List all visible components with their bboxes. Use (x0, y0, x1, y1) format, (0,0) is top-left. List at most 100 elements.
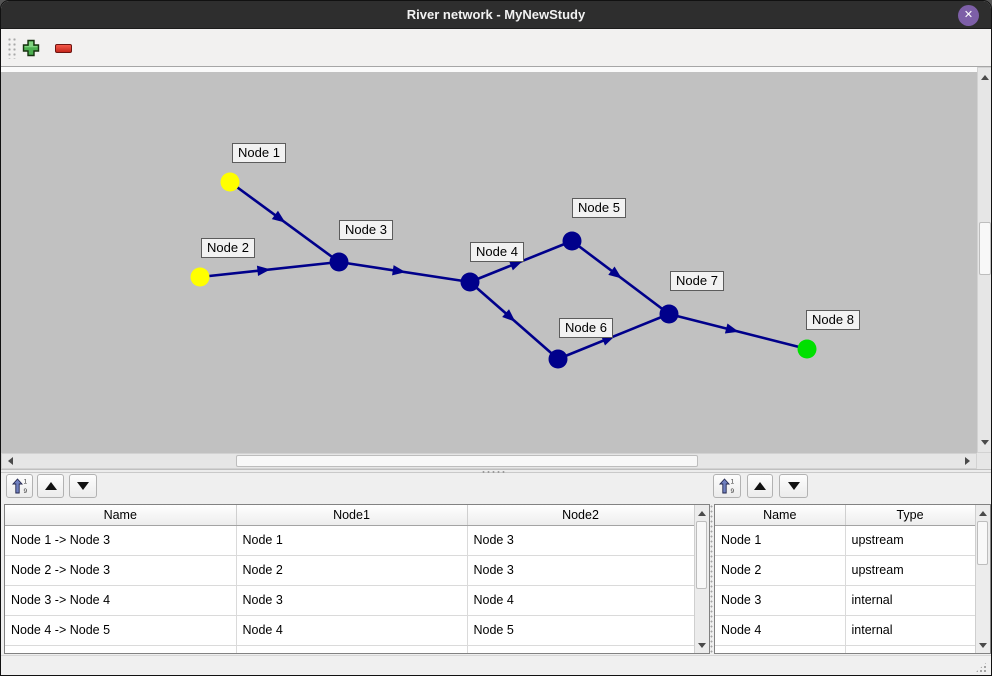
network-node[interactable] (659, 304, 679, 324)
table-cell[interactable]: Node 4 (467, 585, 695, 616)
table-cell[interactable]: Node 3 (236, 585, 468, 616)
network-node[interactable] (190, 267, 210, 287)
node-label[interactable]: Node 6 (559, 318, 613, 338)
nodes-move-up-button[interactable] (747, 474, 773, 498)
table-cell[interactable] (5, 645, 237, 653)
vertical-splitter[interactable] (710, 504, 713, 654)
scroll-down-button[interactable] (976, 638, 989, 652)
horizontal-scroll-thumb[interactable] (236, 455, 698, 467)
column-header[interactable]: Node2 (467, 505, 695, 526)
scroll-up-button[interactable] (978, 70, 991, 85)
table-cell[interactable]: Node 3 (715, 585, 846, 616)
nodes-table-scrollbar[interactable] (975, 505, 990, 653)
node-label[interactable]: Node 2 (201, 238, 255, 258)
flow-arrow-icon (601, 335, 616, 346)
table-cell[interactable]: Node 5 (467, 615, 695, 646)
scroll-up-button[interactable] (695, 506, 708, 520)
resize-grip-icon[interactable] (975, 661, 988, 673)
network-node[interactable] (329, 252, 349, 272)
horizontal-splitter[interactable] (1, 469, 991, 473)
node-label[interactable]: Node 5 (572, 198, 626, 218)
scroll-left-button[interactable] (3, 454, 18, 468)
arrow-left-icon (8, 457, 13, 465)
table-cell[interactable] (715, 645, 846, 653)
network-canvas[interactable]: Node 1 Node 2 Node 3 Node 4 Node 5 Node 6 Node… (1, 72, 977, 453)
network-node[interactable] (220, 172, 240, 192)
nodes-sort-button[interactable]: 1 9 (713, 474, 741, 498)
node-label[interactable]: Node 1 (232, 143, 286, 163)
table-cell[interactable]: internal (845, 585, 976, 616)
column-header[interactable]: Type (845, 505, 976, 526)
network-node[interactable] (562, 231, 582, 251)
main-toolbar (1, 29, 991, 67)
table-row (715, 645, 976, 653)
canvas-top-strip (1, 67, 977, 72)
add-node-button[interactable] (19, 36, 43, 60)
close-icon: ✕ (963, 9, 974, 21)
table-row (5, 645, 695, 653)
close-button[interactable]: ✕ (958, 5, 979, 26)
network-node[interactable] (548, 349, 568, 369)
nodes-move-down-button[interactable] (779, 474, 808, 498)
table-cell[interactable]: Node 1 (236, 525, 468, 556)
remove-node-button[interactable] (51, 36, 75, 60)
triangle-up-icon (754, 482, 766, 490)
links-table-scrollbar[interactable] (694, 505, 709, 653)
table-cell[interactable]: Node 1 -> Node 3 (5, 525, 237, 556)
svg-text:9: 9 (23, 488, 27, 495)
links-move-down-button[interactable] (69, 474, 97, 498)
table-cell[interactable]: upstream (845, 555, 976, 586)
table-cell[interactable]: Node 1 (715, 525, 846, 556)
table-cell[interactable] (236, 645, 468, 653)
scroll-down-button[interactable] (695, 638, 708, 652)
vertical-scroll-thumb[interactable] (979, 222, 991, 275)
scroll-up-button[interactable] (976, 506, 989, 520)
table-scroll-thumb[interactable] (977, 521, 988, 565)
node-label[interactable]: Node 8 (806, 310, 860, 330)
svg-text:1: 1 (23, 479, 27, 486)
arrow-up-icon (978, 510, 987, 516)
arrow-right-icon (965, 457, 970, 465)
table-scroll-thumb[interactable] (696, 521, 707, 589)
links-sort-button[interactable]: 1 9 (6, 474, 33, 498)
column-header[interactable]: Name (5, 505, 237, 526)
flow-arrow-icon (724, 323, 739, 334)
arrow-down-icon (697, 642, 706, 648)
column-header[interactable]: Name (715, 505, 846, 526)
toolbar-drag-handle-icon[interactable] (7, 37, 16, 59)
table-cell[interactable]: Node 2 (715, 555, 846, 586)
plus-icon (22, 39, 40, 57)
node-label[interactable]: Node 3 (339, 220, 393, 240)
table-cell[interactable]: Node 4 (715, 615, 846, 646)
table-cell[interactable]: Node 2 (236, 555, 468, 586)
node-label[interactable]: Node 4 (470, 242, 524, 262)
table-cell[interactable]: Node 3 (467, 555, 695, 586)
column-header[interactable]: Node1 (236, 505, 468, 526)
table-cell[interactable] (467, 645, 695, 653)
canvas-horizontal-scrollbar[interactable] (1, 453, 977, 469)
network-node[interactable] (797, 339, 817, 359)
scroll-right-button[interactable] (960, 454, 975, 468)
table-cell[interactable]: upstream (845, 525, 976, 556)
table-cell[interactable]: Node 4 -> Node 5 (5, 615, 237, 646)
arrow-up-icon (981, 75, 989, 80)
node-label[interactable]: Node 7 (670, 271, 724, 291)
table-cell[interactable]: Node 3 (467, 525, 695, 556)
table-cell[interactable]: Node 3 -> Node 4 (5, 585, 237, 616)
arrow-up-icon (697, 510, 706, 516)
table-cell[interactable]: Node 2 -> Node 3 (5, 555, 237, 586)
table-cell[interactable] (845, 645, 976, 653)
scroll-down-button[interactable] (978, 435, 991, 450)
canvas-vertical-scrollbar[interactable] (977, 67, 991, 453)
links-move-up-button[interactable] (37, 474, 64, 498)
table-cell[interactable]: Node 4 (236, 615, 468, 646)
network-node[interactable] (460, 272, 480, 292)
svg-text:1: 1 (731, 479, 735, 486)
table-cell[interactable]: internal (845, 615, 976, 646)
